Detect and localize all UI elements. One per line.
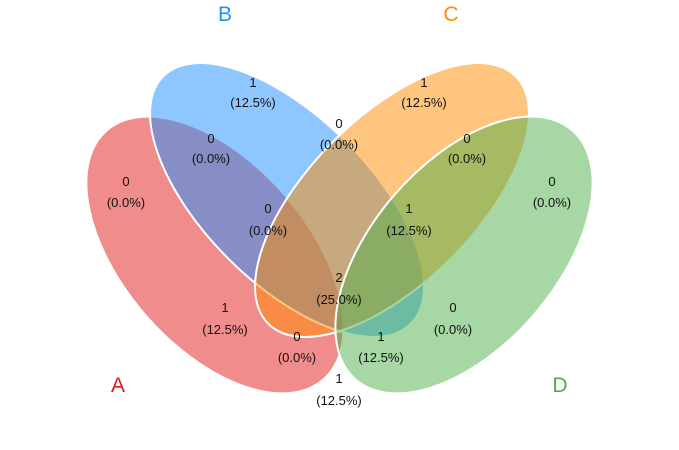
region-abc-count: 0	[264, 201, 271, 216]
region-bd-count: 0	[449, 300, 456, 315]
region-b-count: 1	[249, 75, 256, 90]
region-d-percent: (0.0%)	[533, 195, 571, 210]
region-labels: 0 (0.0%) 1 (12.5%) 1 (12.5%) 0 (0.0%) 0 …	[107, 75, 571, 408]
region-abcd-count: 2	[335, 270, 342, 285]
set-label-b: B	[218, 3, 232, 26]
region-d-count: 0	[548, 174, 555, 189]
region-acd-count: 0	[293, 329, 300, 344]
region-abd-count: 1	[377, 329, 384, 344]
set-label-c: C	[443, 3, 458, 26]
region-ac-count: 1	[221, 300, 228, 315]
region-bc-percent: (0.0%)	[320, 137, 358, 152]
region-b-percent: (12.5%)	[230, 95, 276, 110]
region-bcd-count: 1	[405, 201, 412, 216]
region-cd-percent: (0.0%)	[448, 151, 486, 166]
region-ab-count: 0	[207, 131, 214, 146]
ellipse-set-d	[334, 115, 594, 395]
region-acd-percent: (0.0%)	[278, 350, 316, 365]
region-ac-percent: (12.5%)	[202, 322, 248, 337]
set-label-d: D	[552, 374, 567, 397]
set-labels: A B C D	[111, 3, 568, 397]
region-ab-percent: (0.0%)	[192, 151, 230, 166]
region-c-count: 1	[420, 75, 427, 90]
region-abd-percent: (12.5%)	[358, 350, 404, 365]
region-abcd-percent: (25.0%)	[316, 292, 362, 307]
region-abc-percent: (0.0%)	[249, 223, 287, 238]
region-bc-count: 0	[335, 116, 342, 131]
region-a-percent: (0.0%)	[107, 195, 145, 210]
region-bd-percent: (0.0%)	[434, 322, 472, 337]
region-ad-percent: (12.5%)	[316, 393, 362, 408]
region-cd-count: 0	[463, 131, 470, 146]
set-label-a: A	[111, 374, 125, 397]
region-c-percent: (12.5%)	[401, 95, 447, 110]
region-a-count: 0	[122, 174, 129, 189]
region-ad-count: 1	[335, 371, 342, 386]
region-bcd-percent: (12.5%)	[386, 223, 432, 238]
set-ellipses	[85, 62, 594, 395]
